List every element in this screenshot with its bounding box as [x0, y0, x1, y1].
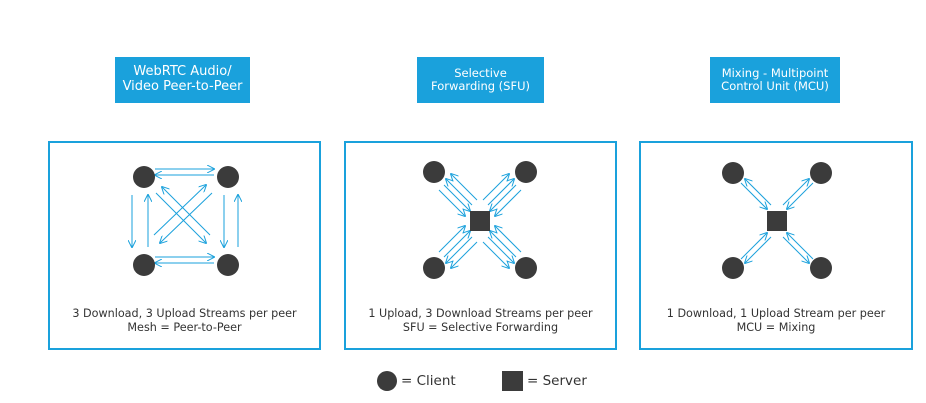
sfu-arrow	[438, 226, 465, 253]
client-node	[810, 162, 832, 184]
mcu-title-line-1: Mixing - Multipoint	[721, 65, 829, 80]
sfu-caption-line-2: SFU = Selective Forwarding	[402, 321, 559, 334]
mcu-arrow	[787, 182, 814, 209]
mcu-arrow	[740, 182, 767, 209]
mesh-caption-line-1: 3 Download, 3 Upload Streams per peer	[72, 307, 297, 320]
client-node	[217, 166, 239, 188]
mcu-arrow	[745, 179, 772, 206]
mcu-arrow	[782, 179, 809, 206]
mesh-panel: 3 Download, 3 Upload Streams per peer Me…	[48, 141, 321, 350]
sfu-panel: 1 Upload, 3 Download Streams per peer SF…	[344, 141, 617, 350]
client-node	[217, 254, 239, 276]
server-node	[767, 211, 787, 231]
mesh-arrow	[160, 192, 213, 243]
client-node	[722, 162, 744, 184]
sfu-diagram	[423, 161, 537, 279]
mcu-arrow	[745, 236, 772, 263]
sfu-arrow	[487, 179, 514, 206]
sfu-arrow	[443, 184, 470, 211]
server-node	[470, 211, 490, 231]
sfu-arrow	[487, 236, 514, 263]
sfu-title-line-2: Forwarding (SFU)	[431, 79, 530, 93]
sfu-arrow	[490, 184, 517, 211]
mcu-caption-line-1: 1 Download, 1 Upload Stream per peer	[666, 307, 886, 320]
sfu-title-box: Selective Forwarding (SFU)	[417, 57, 544, 103]
sfu-arrow	[443, 231, 470, 258]
mesh-arrow	[155, 192, 206, 243]
sfu-arrow	[482, 174, 509, 201]
mcu-arrow	[782, 236, 809, 263]
mcu-caption-line-2: MCU = Mixing	[736, 321, 816, 334]
sfu-arrow	[482, 241, 509, 268]
client-node	[722, 257, 744, 279]
client-circle-icon	[377, 371, 397, 391]
mcu-arrow	[787, 233, 814, 260]
client-node	[133, 254, 155, 276]
sfu-arrow	[446, 236, 473, 263]
mesh-arrow	[162, 187, 211, 236]
legend-server-label: = Server	[527, 373, 587, 389]
sfu-arrow	[495, 189, 522, 216]
sfu-arrow	[451, 241, 478, 268]
client-node	[515, 257, 537, 279]
client-node	[133, 166, 155, 188]
sfu-caption: 1 Upload, 3 Download Streams per peer SF…	[346, 307, 615, 335]
sfu-title-line-1: Selective	[454, 65, 507, 80]
mesh-diagram	[50, 143, 319, 276]
mesh-title-line-2: Video Peer-to-Peer	[122, 79, 243, 94]
mesh-caption-line-2: Mesh = Peer-to-Peer	[127, 321, 242, 334]
mcu-caption: 1 Download, 1 Upload Stream per peer MCU…	[641, 307, 911, 335]
mesh-arrow	[153, 185, 206, 236]
mesh-caption: 3 Download, 3 Upload Streams per peer Me…	[50, 307, 319, 335]
mesh-arrows	[132, 169, 238, 263]
sfu-arrow	[438, 189, 465, 216]
mesh-title-line-1: WebRTC Audio/	[133, 64, 232, 80]
sfu-caption-line-1: 1 Upload, 3 Download Streams per peer	[368, 307, 593, 320]
legend-server: = Server	[502, 371, 587, 391]
mcu-panel: 1 Download, 1 Upload Stream per peer MCU…	[639, 141, 913, 350]
client-node	[810, 257, 832, 279]
sfu-arrow	[446, 179, 473, 206]
legend-client: = Client	[377, 371, 456, 391]
mesh-title-box: WebRTC Audio/ Video Peer-to-Peer	[115, 57, 250, 103]
sfu-arrows	[438, 174, 522, 268]
sfu-arrow	[451, 174, 478, 201]
mcu-title-box: Mixing - Multipoint Control Unit (MCU)	[710, 57, 840, 103]
legend-client-label: = Client	[401, 373, 456, 389]
client-node	[515, 161, 537, 183]
client-node	[423, 257, 445, 279]
sfu-arrow	[490, 231, 517, 258]
mcu-diagram	[722, 162, 832, 279]
mcu-arrows	[740, 179, 814, 263]
mcu-arrow	[740, 233, 767, 260]
client-node	[423, 161, 445, 183]
mcu-title-line-2: Control Unit (MCU)	[721, 79, 829, 93]
server-square-icon	[502, 371, 523, 391]
sfu-arrow	[495, 226, 522, 253]
